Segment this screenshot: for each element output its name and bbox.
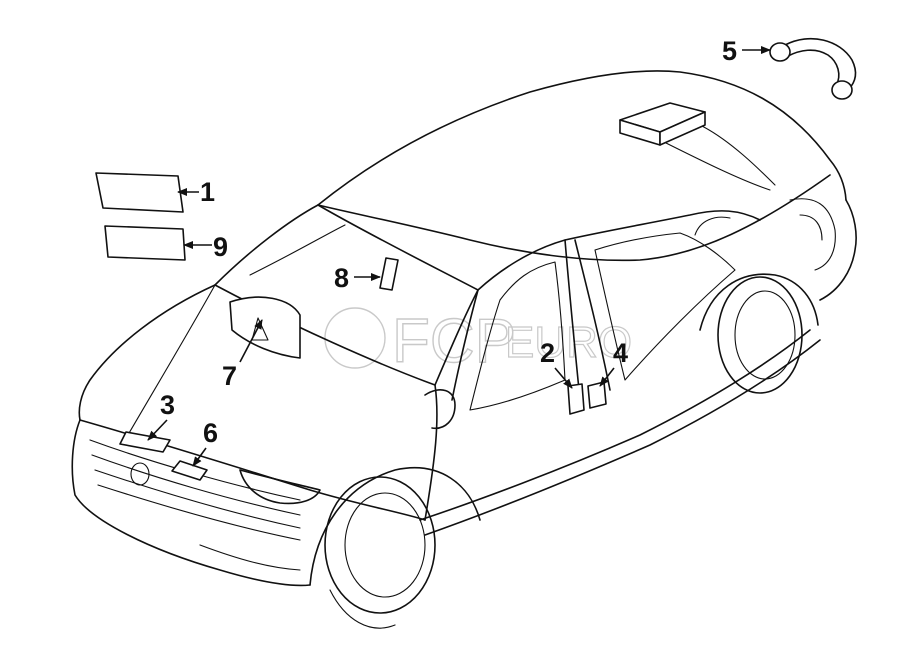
- part-8-label: [379, 257, 399, 291]
- part-3-label: [119, 431, 171, 453]
- callout-3: 3: [147, 390, 175, 441]
- callout-3-number: 3: [160, 390, 175, 420]
- watermark: FCP EURO: [324, 306, 633, 377]
- callout-5-number: 5: [722, 36, 737, 66]
- part-9-label: [104, 225, 186, 261]
- callout-9-number: 9: [213, 232, 228, 262]
- part-2-label: [567, 383, 585, 415]
- callout-8: 8: [334, 263, 381, 293]
- part-1-label: [95, 172, 184, 213]
- callout-2: 2: [540, 338, 573, 389]
- callout-6: 6: [192, 418, 218, 467]
- callout-1-number: 1: [200, 177, 215, 207]
- callout-2-number: 2: [540, 338, 555, 368]
- part-6-label: [171, 460, 208, 481]
- callout-7-number: 7: [222, 361, 237, 391]
- callout-9: 9: [183, 232, 228, 262]
- callout-5: 5: [722, 36, 771, 66]
- callout-6-number: 6: [203, 418, 218, 448]
- roof-antenna: [619, 102, 706, 146]
- part-4-label: [587, 381, 607, 409]
- callout-4-number: 4: [613, 338, 628, 368]
- part-5-sensor: [769, 37, 857, 100]
- sedan-outline: [71, 70, 857, 629]
- part-7-mirror: [229, 296, 301, 359]
- watermark-suffix: EURO: [505, 318, 632, 367]
- callout-8-number: 8: [334, 263, 349, 293]
- callout-4: 4: [599, 338, 628, 387]
- callout-1: 1: [177, 177, 215, 207]
- callout-7: 7: [222, 319, 263, 391]
